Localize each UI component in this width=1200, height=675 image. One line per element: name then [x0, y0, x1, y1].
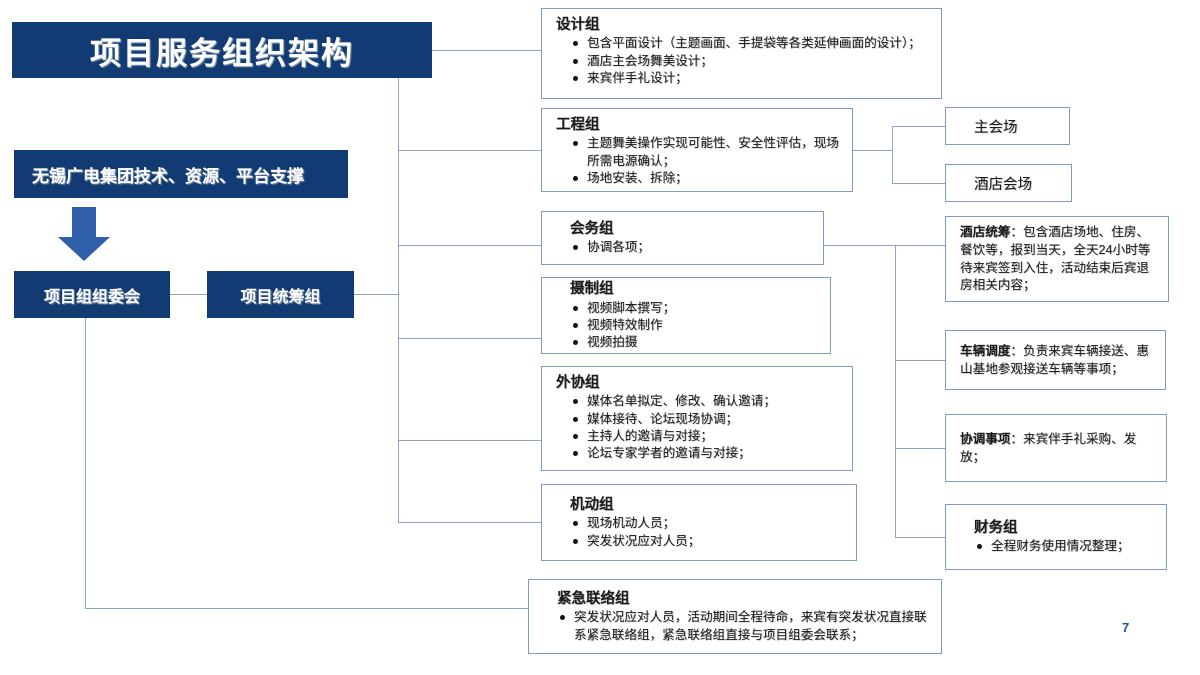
detail-text-hotel-plan: 酒店统筹：包含酒店场地、住房、餐饮等，报到当天，全天24小时等待来宾签到入住，活… [960, 224, 1158, 296]
list-item: 媒体名单拟定、修改、确认邀请； [573, 393, 842, 410]
group-bullets-external: 媒体名单拟定、修改、确认邀请； 媒体接待、论坛现场协调； 主持人的邀请与对接； … [556, 393, 842, 463]
list-item: 协调各项； [573, 239, 813, 256]
list-item: 场地安装、拆除； [573, 170, 842, 187]
connector-detail-trunk [895, 245, 896, 537]
venue-label-main: 主会场 [974, 120, 1018, 136]
list-item: 媒体接待、论坛现场协调； [573, 411, 842, 428]
group-title-filming: 摄制组 [570, 281, 614, 298]
group-box-design[interactable]: 设计组 包含平面设计（主题画面、手提袋等各类延伸画面的设计）； 酒店主会场舞美设… [541, 8, 942, 99]
connector-coordination-to-trunk [354, 294, 399, 295]
group-bullets-design: 包含平面设计（主题画面、手提袋等各类延伸画面的设计）； 酒店主会场舞美设计； 来… [556, 35, 931, 87]
connector-affairs-out [824, 245, 896, 246]
list-item: 视频拍摄 [573, 334, 820, 351]
connector-trunk-to-hotel-plan [895, 245, 945, 246]
group-box-engineering[interactable]: 工程组 主题舞美操作实现可能性、安全性评估，现场所需电源确认； 场地安装、拆除； [541, 108, 853, 192]
detail-box-coord-items[interactable]: 协调事项：来宾伴手礼采购、发放； [945, 414, 1167, 482]
connector-trunk-to-finance [895, 537, 945, 538]
group-box-affairs[interactable]: 会务组 协调各项； [541, 211, 824, 265]
detail-body-hotel-plan: ：包含酒店场地、住房、餐饮等，报到当天，全天24小时等待来宾签到入住，活动结束后… [960, 224, 1151, 293]
connector-trunk-to-mobile [398, 522, 541, 523]
connector-engineering-out [853, 150, 893, 151]
group-box-emergency[interactable]: 紧急联络组 突发状况应对人员，活动期间全程待命，来宾有突发状况直接联系紧急联络组… [528, 579, 942, 654]
list-item: 突发状况应对人员，活动期间全程待命，来宾有突发状况直接联系紧急联络组，紧急联络组… [560, 609, 931, 644]
group-bullets-emergency: 突发状况应对人员，活动期间全程待命，来宾有突发状况直接联系紧急联络组，紧急联络组… [543, 609, 931, 644]
connector-trunk-to-hotel-venue [892, 183, 945, 184]
list-item: 现场机动人员； [573, 515, 846, 532]
coordination-node[interactable]: 项目统筹组 [207, 271, 354, 318]
detail-text-coord-items: 协调事项：来宾伴手礼采购、发放； [960, 431, 1156, 467]
group-bullets-finance: 全程财务使用情况整理； [960, 538, 1156, 555]
connector-trunk-to-main-venue [892, 126, 945, 127]
list-item: 突发状况应对人员； [573, 533, 846, 550]
list-item: 酒店主会场舞美设计； [573, 53, 931, 70]
list-item: 来宾伴手礼设计； [573, 70, 931, 87]
list-item: 包含平面设计（主题画面、手提袋等各类延伸画面的设计）； [573, 35, 931, 52]
connector-venue-trunk [892, 126, 893, 184]
connector-trunk-to-affairs [398, 245, 541, 246]
list-item: 全程财务使用情况整理； [977, 538, 1156, 555]
list-item: 视频脚本撰写； [573, 300, 820, 317]
connector-title-to-design [432, 50, 541, 51]
group-bullets-engineering: 主题舞美操作实现可能性、安全性评估，现场所需电源确认； 场地安装、拆除； [556, 135, 842, 187]
list-item: 主持人的邀请与对接； [573, 428, 842, 445]
venue-label-hotel: 酒店会场 [974, 177, 1032, 193]
group-title-finance: 财务组 [974, 520, 1018, 537]
group-title-affairs: 会务组 [570, 221, 614, 238]
group-box-finance[interactable]: 财务组 全程财务使用情况整理； [945, 504, 1167, 570]
group-bullets-mobile: 现场机动人员； 突发状况应对人员； [556, 515, 846, 550]
connector-trunk-to-external [398, 440, 541, 441]
group-box-filming[interactable]: 摄制组 视频脚本撰写； 视频特效制作 视频拍摄 [541, 277, 831, 354]
connector-trunk-to-vehicle [895, 360, 945, 361]
detail-label-vehicle: 车辆调度 [960, 343, 1011, 358]
group-title-engineering: 工程组 [556, 117, 600, 133]
support-node[interactable]: 无锡广电集团技术、资源、平台支撑 [14, 150, 348, 198]
group-title-mobile: 机动组 [570, 497, 614, 514]
connector-trunk-main [398, 50, 399, 522]
connector-trunk-to-film [398, 338, 541, 339]
page-number: 7 [1122, 620, 1130, 635]
group-bullets-filming: 视频脚本撰写； 视频特效制作 视频拍摄 [556, 300, 820, 352]
detail-box-hotel-plan[interactable]: 酒店统筹：包含酒店场地、住房、餐饮等，报到当天，全天24小时等待来宾签到入住，活… [945, 216, 1169, 302]
list-item: 视频特效制作 [573, 317, 820, 334]
connector-trunk-to-coord-items [895, 448, 945, 449]
group-title-design: 设计组 [556, 17, 600, 33]
group-title-emergency: 紧急联络组 [557, 591, 630, 608]
down-arrow-icon [58, 207, 110, 261]
list-item: 主题舞美操作实现可能性、安全性评估，现场所需电源确认； [573, 135, 842, 170]
detail-label-coord-items: 协调事项 [960, 431, 1011, 446]
group-bullets-affairs: 协调各项； [556, 239, 813, 256]
detail-body-coord-items: ：来宾伴手礼采购、发放； [960, 431, 1137, 464]
page-title: 项目服务组织架构 [12, 22, 432, 78]
detail-text-vehicle: 车辆调度：负责来宾车辆接送、惠山基地参观接送车辆等事项； [960, 343, 1155, 379]
detail-box-vehicle[interactable]: 车辆调度：负责来宾车辆接送、惠山基地参观接送车辆等事项； [945, 330, 1166, 390]
connector-committee-down [85, 318, 86, 608]
connector-committee-to-coordination [170, 294, 207, 295]
detail-body-vehicle: ：负责来宾车辆接送、惠山基地参观接送车辆等事项； [960, 343, 1149, 376]
detail-label-hotel-plan: 酒店统筹 [960, 224, 1011, 239]
list-item: 论坛专家学者的邀请与对接； [573, 445, 842, 462]
venue-box-hotel[interactable]: 酒店会场 [945, 164, 1072, 202]
committee-node[interactable]: 项目组组委会 [14, 271, 170, 318]
group-box-external[interactable]: 外协组 媒体名单拟定、修改、确认邀请； 媒体接待、论坛现场协调； 主持人的邀请与… [541, 366, 853, 471]
connector-trunk-to-engineering [398, 150, 541, 151]
group-box-mobile[interactable]: 机动组 现场机动人员； 突发状况应对人员； [541, 484, 857, 561]
connector-committee-to-emergency [85, 608, 528, 609]
venue-box-main[interactable]: 主会场 [945, 107, 1070, 145]
group-title-external: 外协组 [556, 375, 600, 391]
